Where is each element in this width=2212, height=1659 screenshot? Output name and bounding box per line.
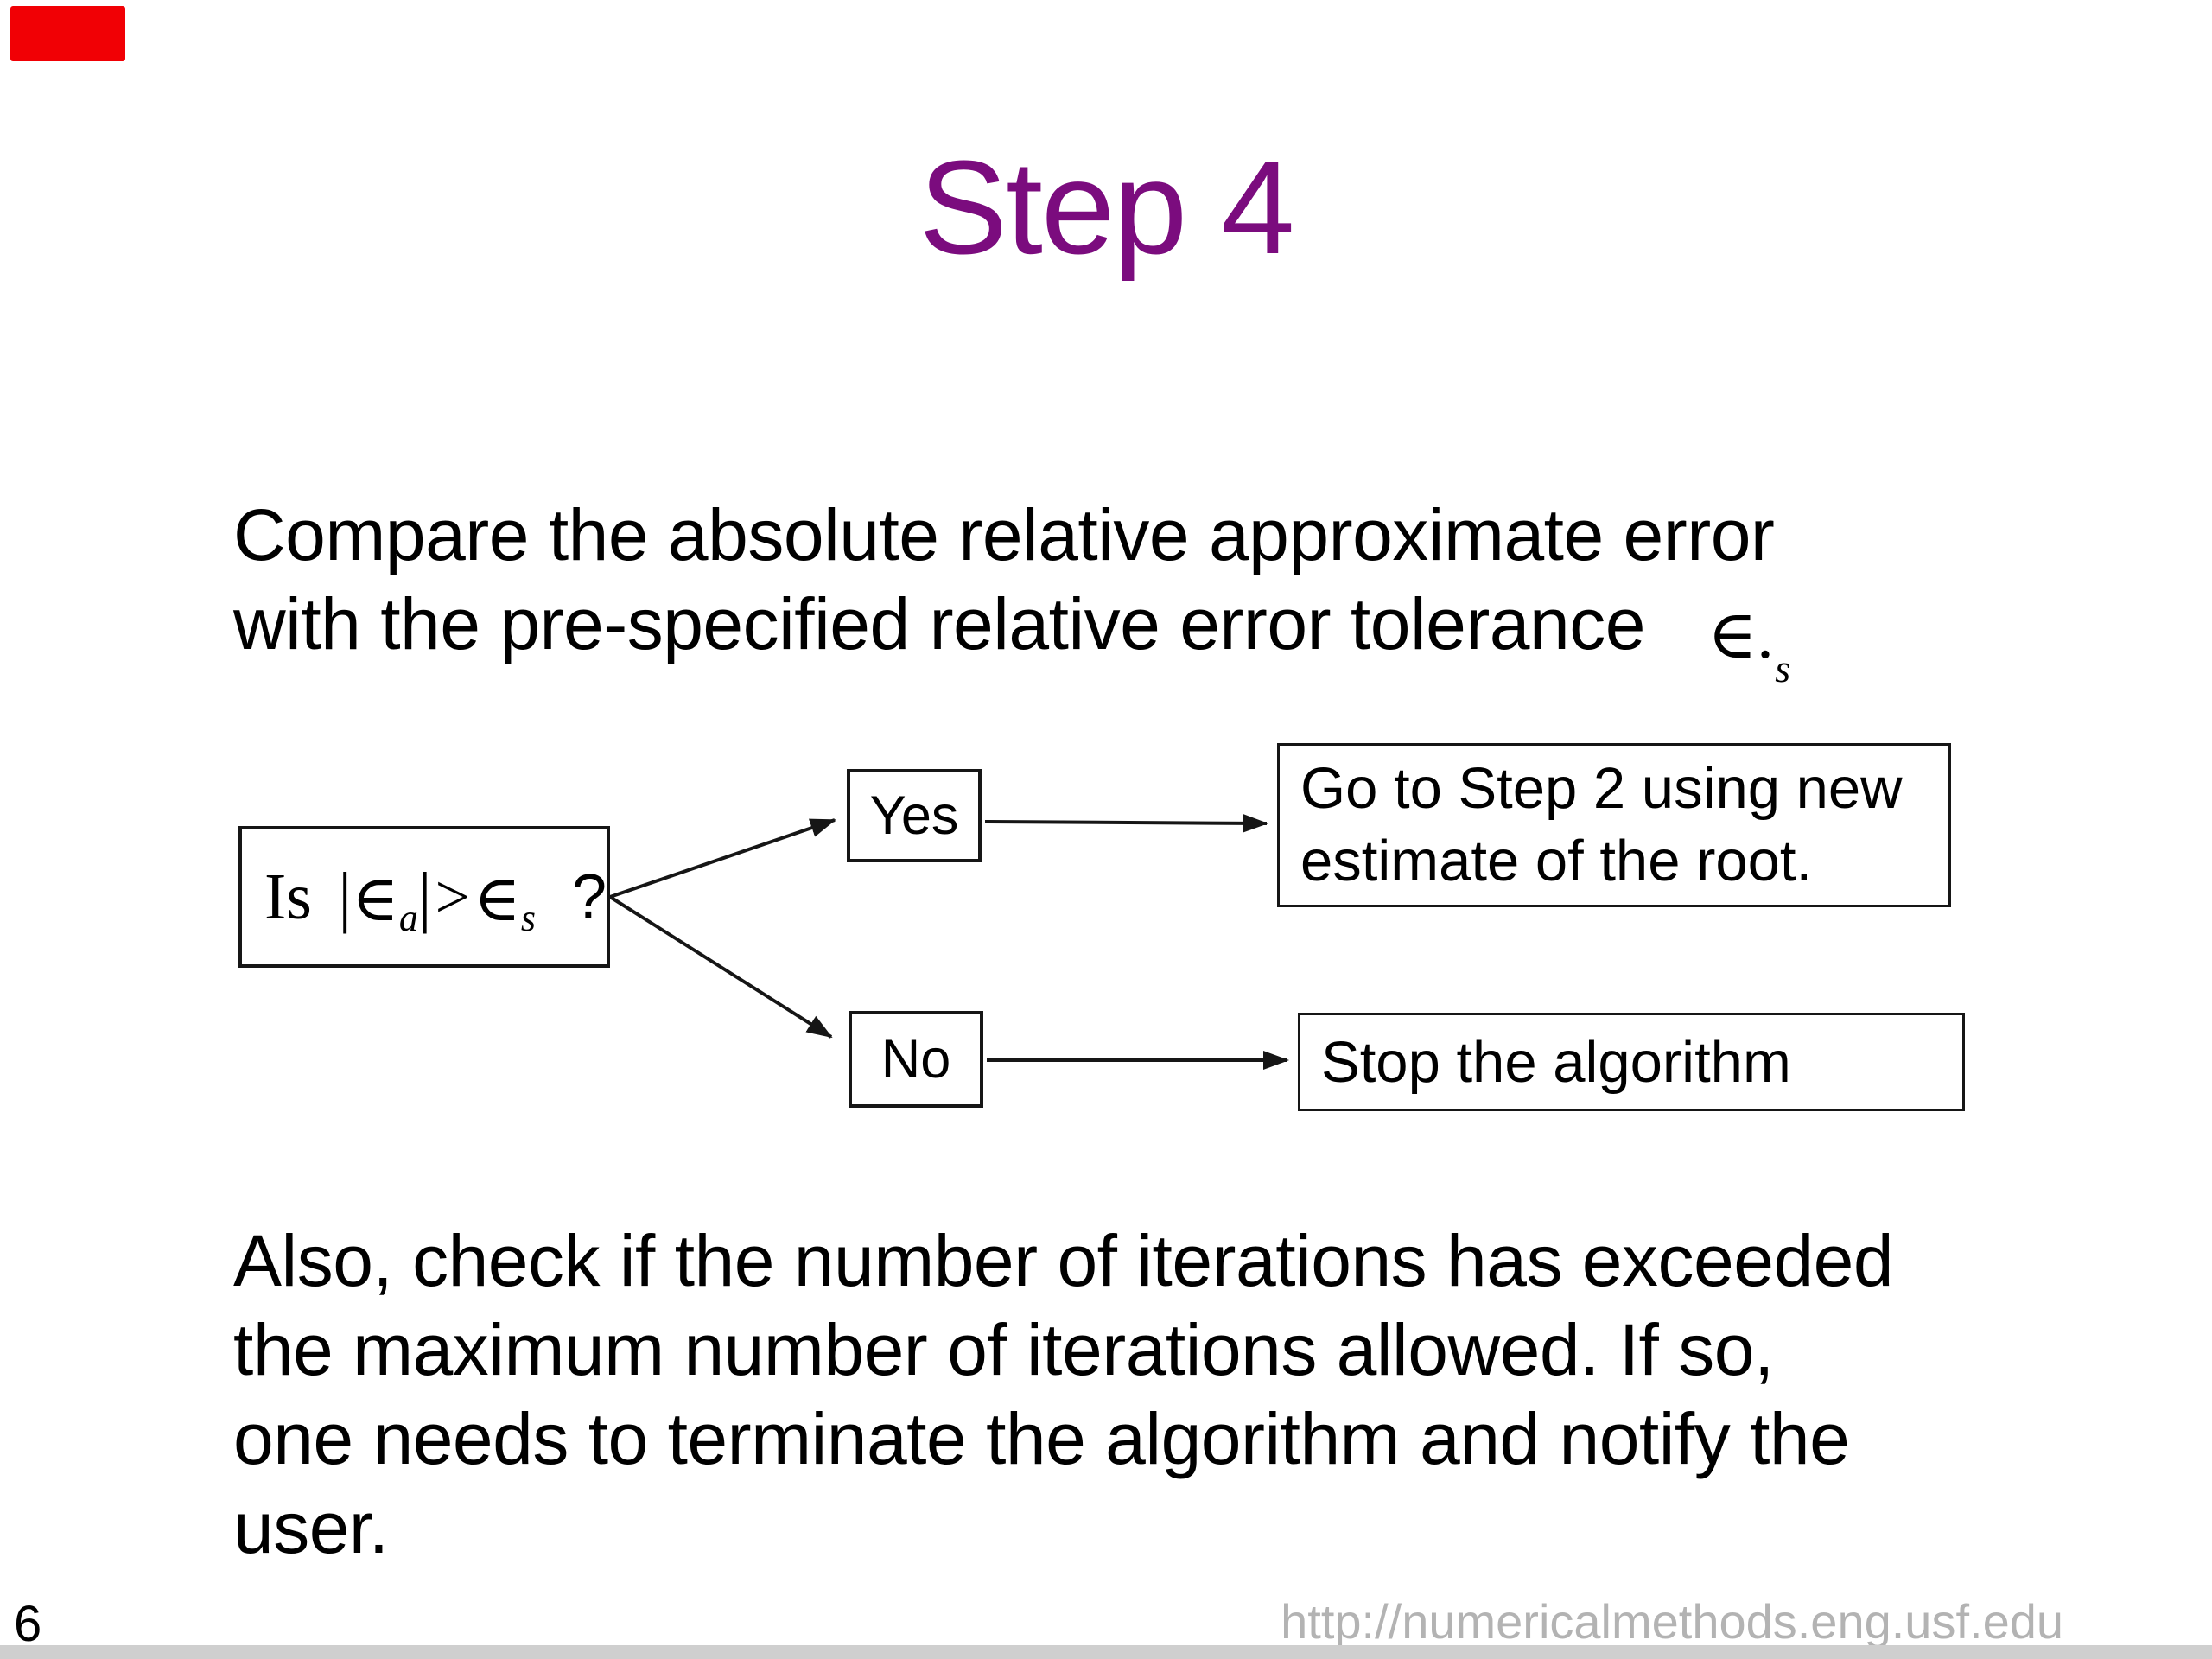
stop-algorithm-box: Stop the algorithm [1298,1013,1965,1111]
epsilon-s-icon: ∈ [474,863,521,935]
arrow-decision-to-yes [609,818,836,899]
yes-label: Yes [869,785,959,846]
tolerance-subscript: s [1775,646,1790,690]
outro-line-2: the maximum number of iterations allowed… [233,1309,1774,1390]
no-box: No [849,1011,983,1108]
subscript-s: s [520,896,536,939]
intro-line-2: with the pre-specified relative error to… [233,580,1790,690]
decision-box: Is |∈a|>∈s ? [238,826,610,968]
bottom-gray-bar [0,1645,2212,1659]
intro-paragraph: Compare the absolute relative approximat… [233,491,1790,690]
decision-is-word: Is [264,860,312,933]
no-label: No [880,1029,951,1090]
goto-step2-line-1: Go to Step 2 using new [1300,756,1903,821]
goto-step2-box: Go to Step 2 using new estimate of the r… [1277,743,1951,907]
abs-bar-right: | [417,859,432,934]
page-number: 6 [14,1596,42,1652]
footer-url: http://numericalmethods.eng.usf.edu [1281,1594,2063,1649]
subscript-a: a [398,896,418,939]
slide-title: Step 4 [918,133,1294,282]
intro-line-1: Compare the absolute relative approximat… [233,494,1775,575]
red-corner-marker [10,6,125,61]
yes-box: Yes [847,769,982,862]
arrow-decision-to-no [608,895,833,1039]
outro-paragraph: Also, check if the number of iterations … [233,1217,1894,1573]
greater-than-sign: > [435,861,471,931]
abs-bar-left: | [338,859,353,934]
outro-line-1: Also, check if the number of iterations … [233,1220,1894,1301]
epsilon-a-icon: ∈ [352,863,399,935]
stop-algorithm-label: Stop the algorithm [1321,1029,1791,1095]
tolerance-symbol: ∈.s [1707,589,1790,690]
question-mark: ? [571,862,607,931]
outro-line-4: user. [233,1487,389,1568]
intro-line-2-text: with the pre-specified relative error to… [233,583,1645,664]
arrow-yes-to-goto [984,813,1268,833]
tolerance-dot: . [1757,597,1774,672]
goto-step2-line-2: estimate of the root. [1300,829,1813,893]
epsilon-icon: ∈ [1707,597,1758,672]
outro-line-3: one needs to terminate the algorithm and… [233,1398,1850,1479]
